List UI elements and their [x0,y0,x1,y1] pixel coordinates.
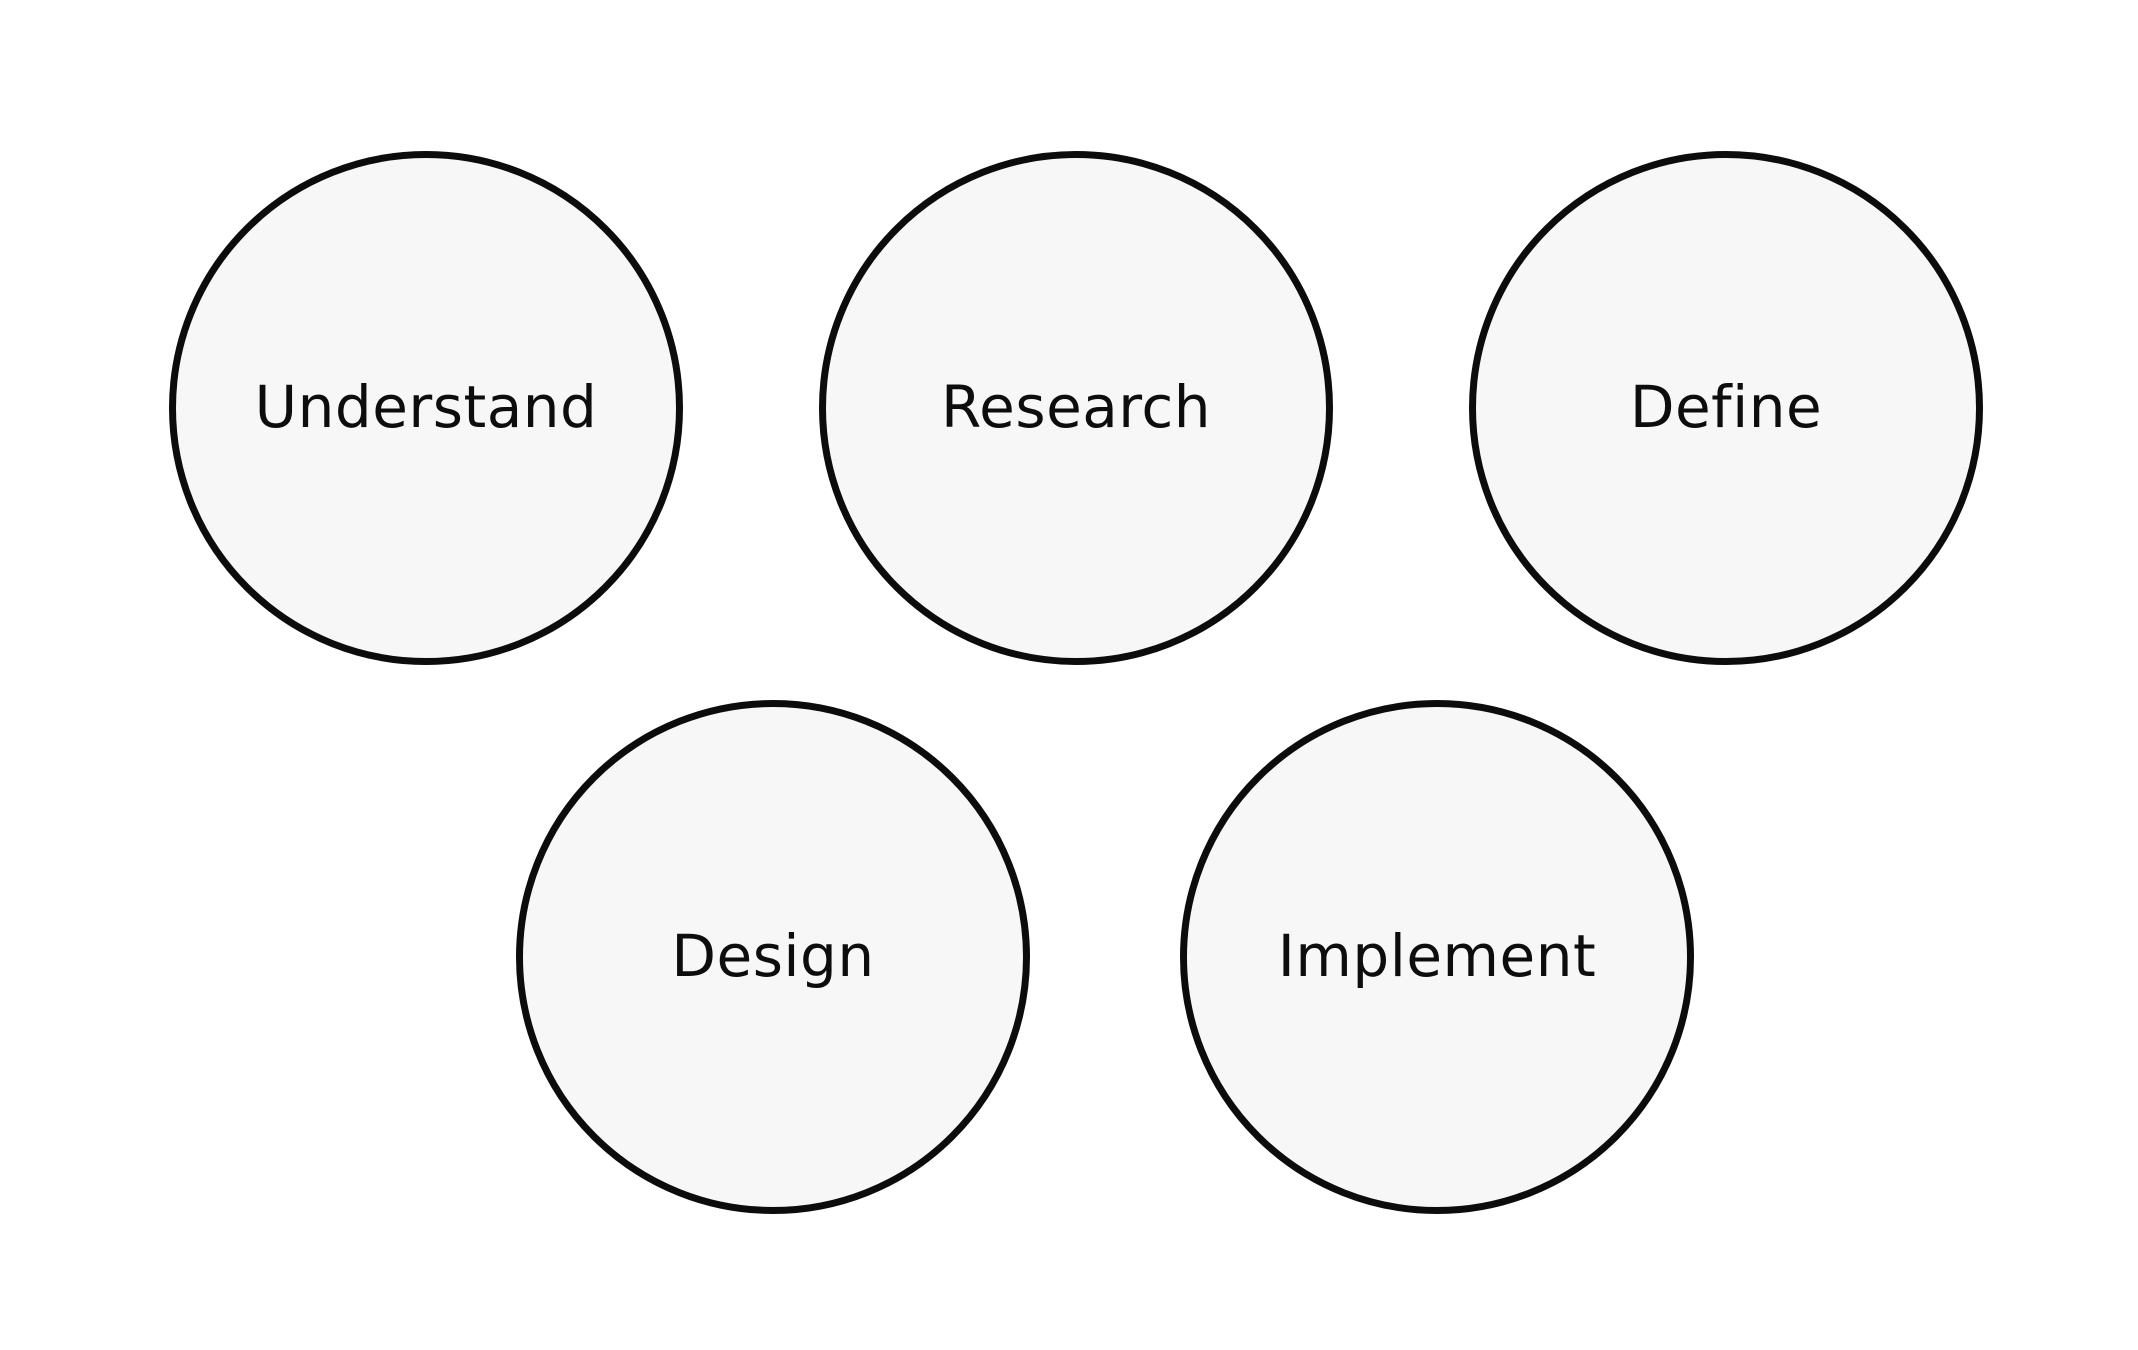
node-label-design: Design [671,922,875,991]
process-node-research: Research [819,151,1333,665]
process-node-design: Design [516,700,1030,1214]
process-node-understand: Understand [169,151,683,665]
process-node-implement: Implement [1180,700,1694,1214]
process-node-define: Define [1469,151,1983,665]
node-label-implement: Implement [1277,922,1597,991]
node-label-research: Research [940,373,1212,442]
node-label-understand: Understand [254,373,598,442]
node-label-define: Define [1629,373,1823,442]
